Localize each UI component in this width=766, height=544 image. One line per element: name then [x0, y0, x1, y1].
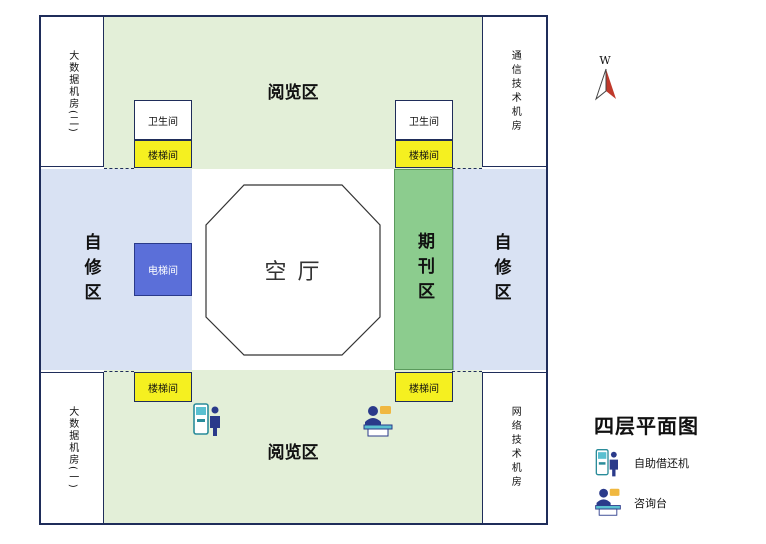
study-area-right-label: 自修区	[490, 232, 511, 308]
dashed-line-top-left	[104, 168, 134, 169]
stairs-bottom-right: 楼梯间	[395, 372, 453, 402]
dashed-line-bottom-right	[452, 371, 482, 372]
reading-area-bottom-label: 阅览区	[267, 443, 319, 463]
periodicals-label: 期刊区	[413, 232, 434, 307]
study-area-right-label-wrap: 自修区	[480, 215, 520, 325]
legend-info-desk-icon	[595, 488, 621, 516]
bigdata-room-1-label: 大数据机房(一)	[66, 406, 78, 490]
restroom-right: 卫生间	[395, 100, 453, 140]
info-desk-icon	[363, 406, 393, 437]
compass-arrow-icon	[594, 68, 616, 101]
bigdata-room-2-label: 大数据机房(二)	[66, 49, 78, 134]
bigdata-room-1: 大数据机房(一)	[41, 372, 104, 523]
legend-title: 四层平面图	[594, 414, 699, 438]
network-tech-room: 网络技术机房	[482, 372, 546, 523]
atrium-label: 空 厅	[264, 260, 322, 285]
comm-tech-room-label: 通信技术机房	[509, 49, 521, 134]
periodicals-area: 期刊区	[394, 169, 453, 370]
legend-info-desk-label: 咨询台	[634, 497, 667, 510]
study-area-left-label: 自修区	[80, 232, 101, 308]
study-area-left-label-wrap: 自修区	[70, 215, 110, 325]
compass-label: W	[599, 54, 611, 67]
atrium-octagon	[205, 184, 381, 356]
study-area-right	[453, 169, 546, 370]
stairs-top-right: 楼梯间	[395, 140, 453, 168]
stairs-bottom-left: 楼梯间	[134, 372, 192, 402]
self-service-kiosk-icon	[193, 403, 220, 436]
comm-tech-room: 通信技术机房	[482, 17, 546, 167]
legend-kiosk-label: 自助借还机	[634, 457, 689, 470]
stairs-top-left: 楼梯间	[134, 140, 192, 168]
reading-area-top-label: 阅览区	[267, 83, 319, 103]
elevator: 电梯间	[134, 243, 192, 296]
restroom-left: 卫生间	[134, 100, 192, 140]
network-tech-room-label: 网络技术机房	[509, 406, 521, 490]
legend-kiosk-icon	[595, 449, 618, 477]
bigdata-room-2: 大数据机房(二)	[41, 17, 104, 167]
dashed-line-top-right	[452, 168, 482, 169]
dashed-line-bottom-left	[104, 371, 134, 372]
